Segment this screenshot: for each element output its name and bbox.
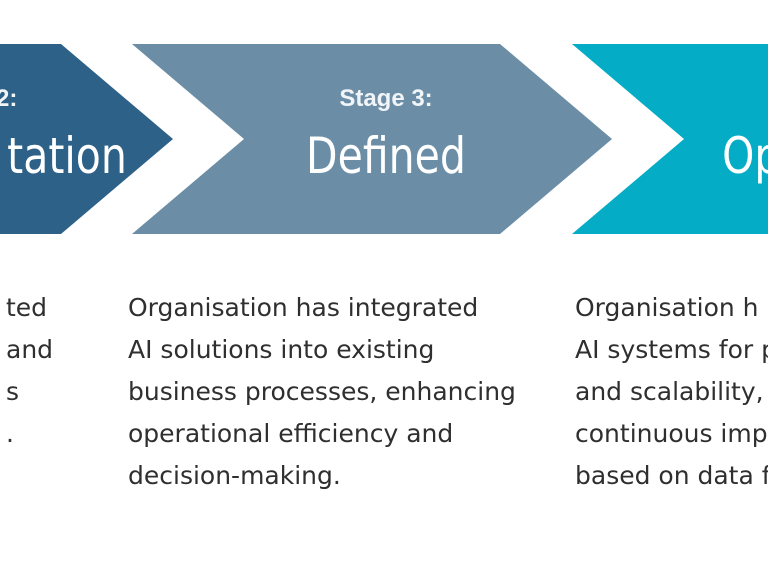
description-line: ted (6, 293, 48, 322)
description-line: AI solutions into existing (128, 335, 435, 364)
description-line: AI systems for p (575, 335, 768, 364)
description-line: decision-making. (128, 461, 341, 490)
description-line: based on data f (575, 461, 768, 490)
description-line: and scalability, (575, 377, 764, 406)
stage-3-description: Organisation has integrated AI solutions… (128, 287, 516, 497)
stage-2-chevron: 2: tation (0, 44, 173, 234)
stage-2-description: ted and s . (6, 287, 53, 455)
description-line: continuous imp (575, 419, 768, 448)
description-line: business processes, enhancing (128, 377, 516, 406)
description-line: . (6, 419, 14, 448)
stage-4-description: Organisation h AI systems for p and scal… (575, 287, 768, 497)
stage-3-name: Defined (306, 127, 466, 185)
description-line: operational efficiency and (128, 419, 454, 448)
stage-4-chevron: Opt (572, 44, 768, 234)
stage-3-number: Stage 3: (339, 85, 432, 112)
stage-3-arrow-shape (132, 44, 612, 234)
stage-2-arrow-shape (0, 44, 173, 234)
stage-2-number: 2: (0, 85, 17, 112)
stage-3-chevron: Stage 3: Defined (132, 44, 612, 234)
description-line: Organisation h (575, 293, 759, 322)
description-line: Organisation has integrated (128, 293, 479, 322)
description-line: s (6, 377, 20, 406)
stage-4-name: Opt (722, 127, 768, 185)
description-line: and (6, 335, 54, 364)
stage-2-name: tation (7, 127, 127, 185)
stage-4-arrow-shape (572, 44, 768, 234)
